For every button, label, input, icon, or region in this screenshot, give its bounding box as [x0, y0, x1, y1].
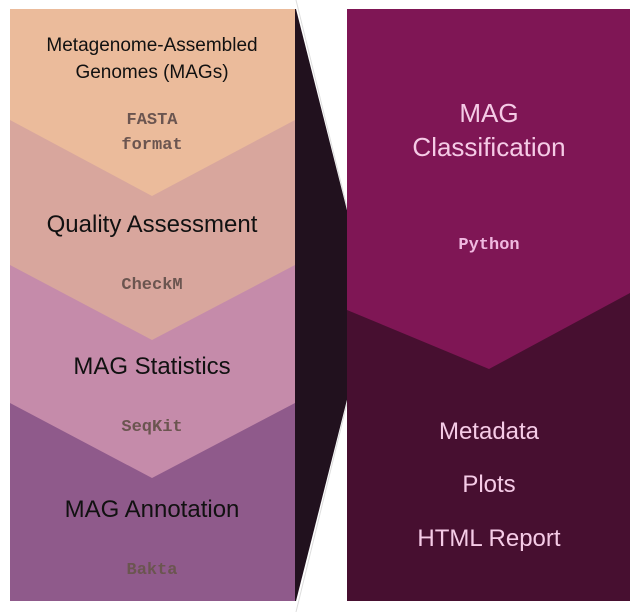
flow-arrow	[290, 9, 371, 601]
step1-title-line1: Metagenome-Assembled	[46, 35, 258, 56]
classification-tool: Python	[458, 236, 520, 255]
step2-title: Quality Assessment	[46, 211, 258, 238]
output-plots: Plots	[462, 471, 516, 498]
step1-tool-line2: format	[121, 136, 183, 155]
step2-tool: CheckM	[121, 276, 183, 295]
classification-panel	[347, 9, 630, 369]
output-metadata: Metadata	[438, 418, 540, 445]
step3-title: MAG Statistics	[73, 353, 231, 380]
step1-tool-line1: FASTA	[126, 111, 178, 130]
step1-band	[10, 9, 295, 196]
classification-title-line2: Classification	[412, 132, 566, 162]
output-html-report: HTML Report	[417, 525, 561, 552]
step3-tool: SeqKit	[121, 418, 183, 437]
step1-title-line2: Genomes (MAGs)	[75, 62, 229, 83]
step4-tool: Bakta	[126, 561, 178, 580]
classification-title-line1: MAG	[459, 98, 519, 128]
step4-title: MAG Annotation	[64, 496, 240, 523]
